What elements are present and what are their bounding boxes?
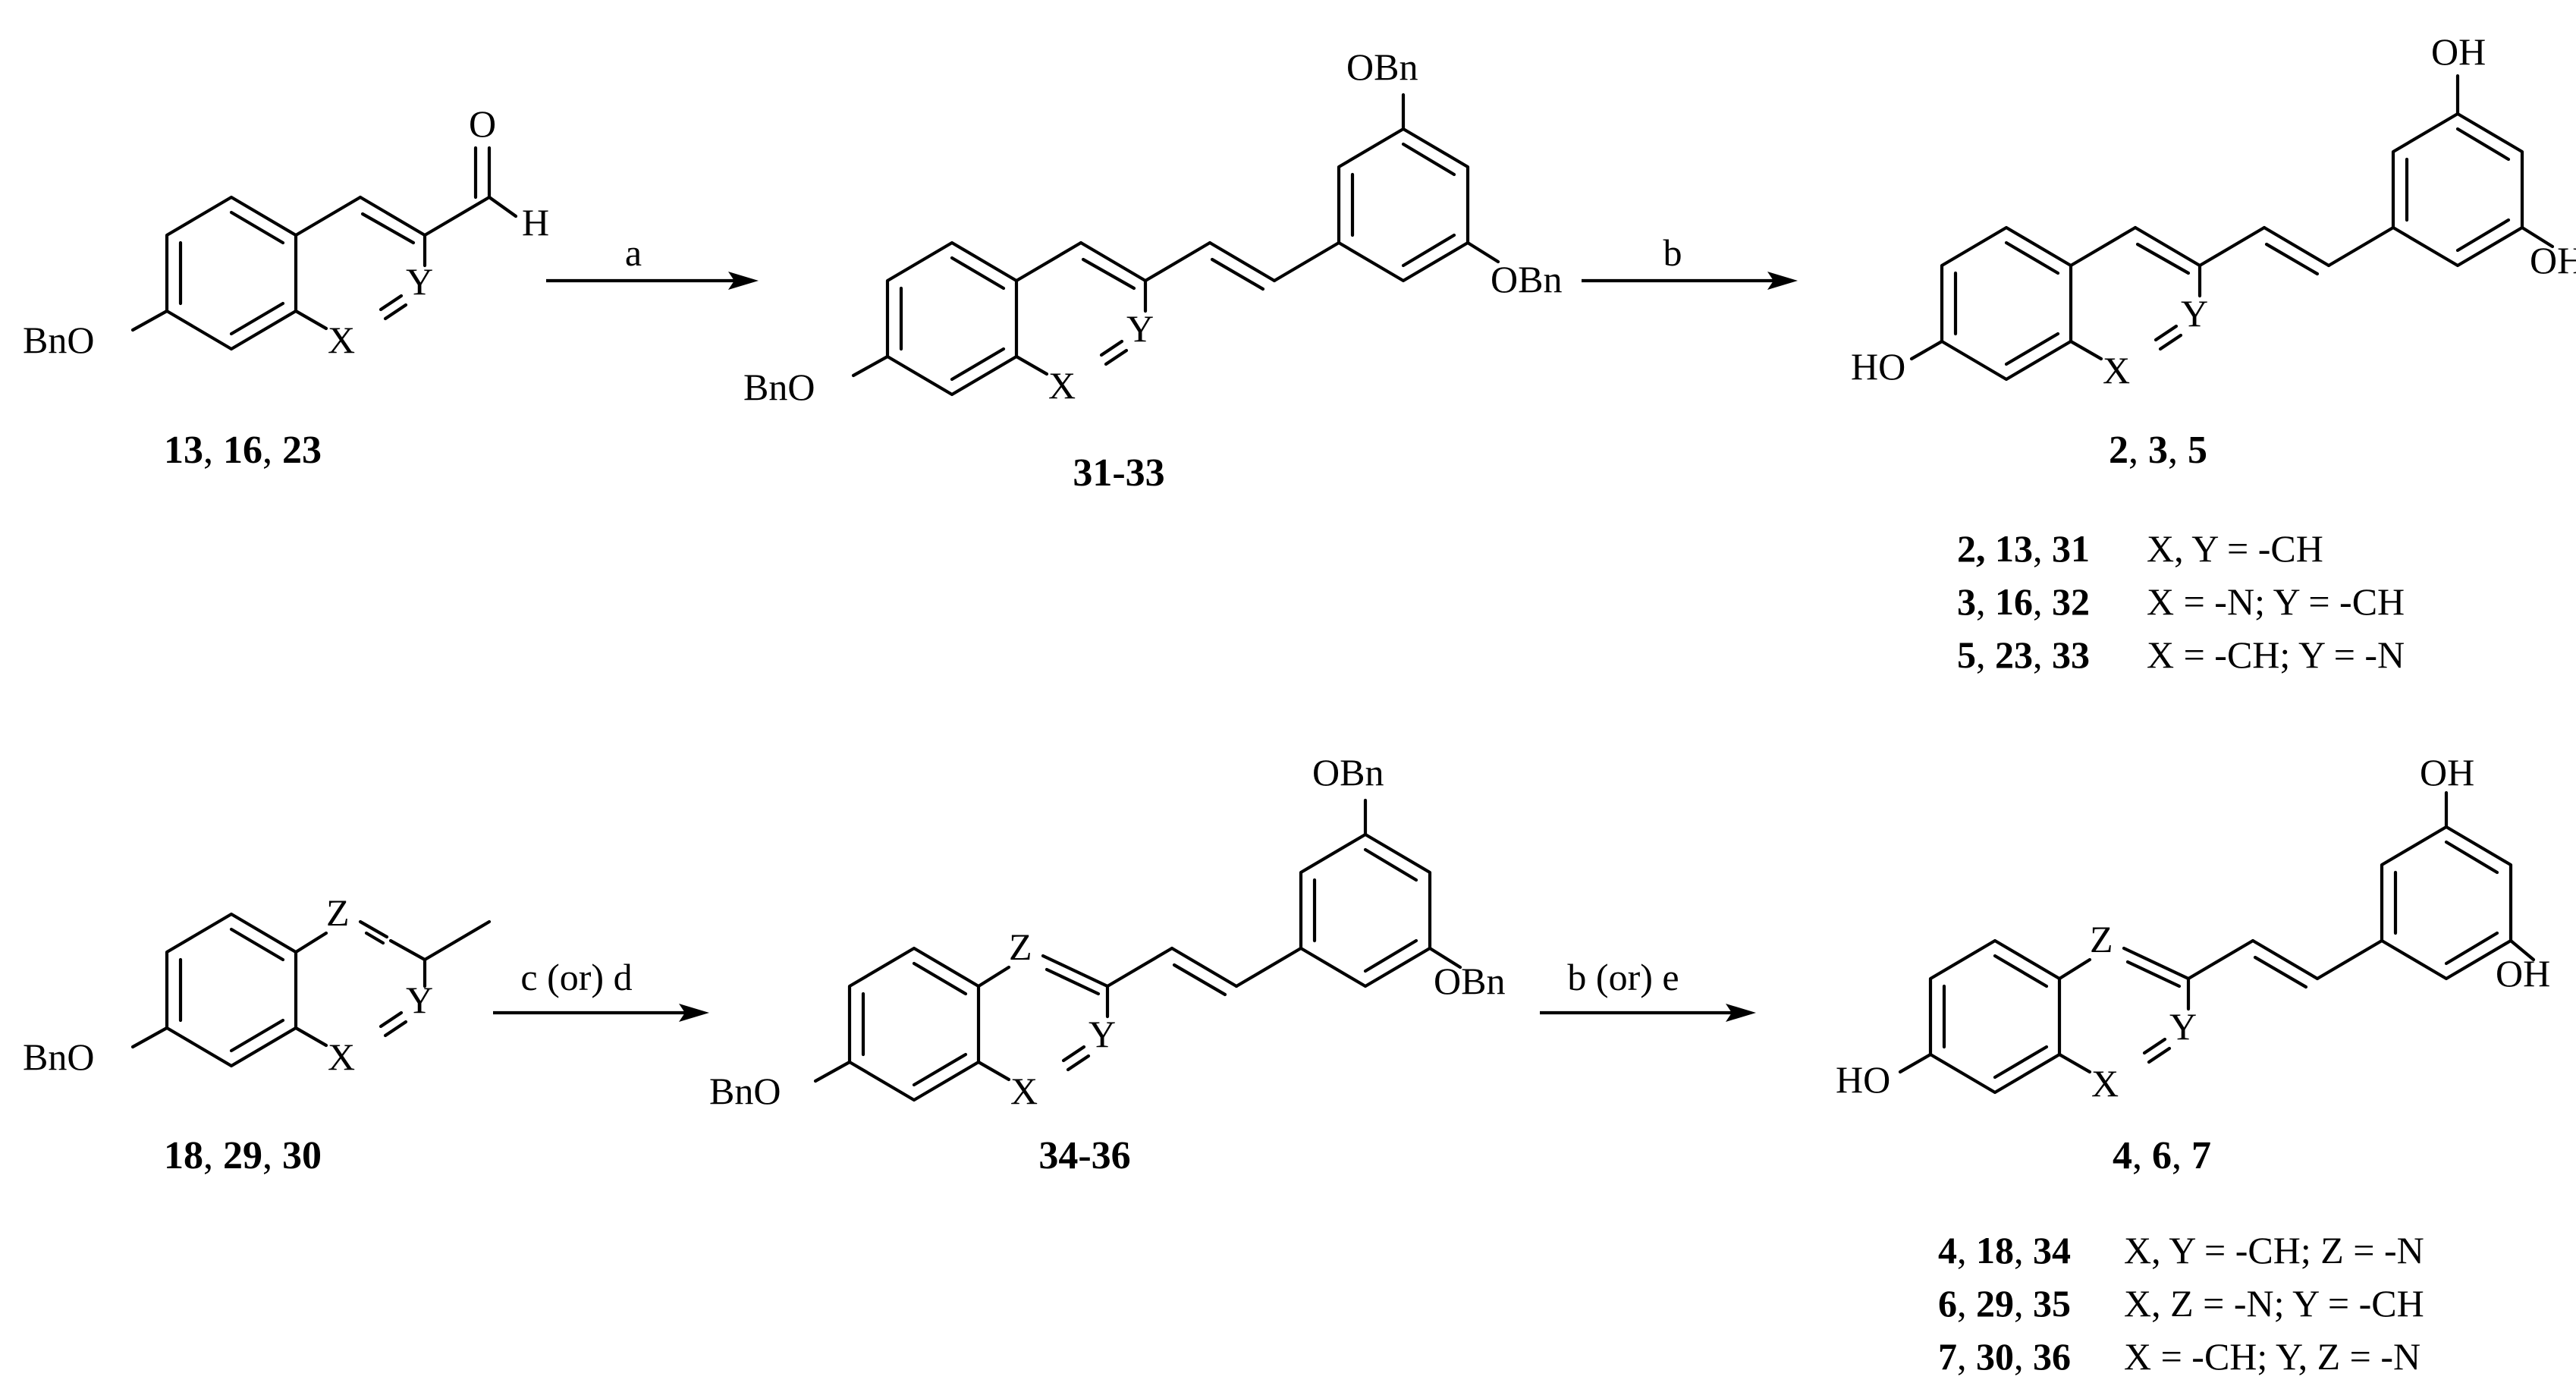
legend-row2: 4, 18, 34 X, Y = -CH; Z = -N 6, 29, 35 X… [1938,1229,2424,1378]
substituent-obn-top: OBn [1312,751,1384,794]
reagent-b-or-e: b (or) e [1567,956,1679,998]
legend-row1-def2: X = -N; Y = -CH [2147,580,2405,623]
atom-y: Y [406,979,433,1021]
atom-x: X [2103,349,2130,391]
structure-31-33 [851,93,1500,397]
atom-x: X [2091,1062,2119,1105]
reaction-arrow-a [546,272,759,290]
substituent-bno: BnO [23,319,94,361]
substituent-bno: BnO [743,366,815,408]
substituent-obn-top: OBn [1346,46,1418,88]
structure-methyl-18-29-30 [130,912,492,1068]
substituent-oh-top: OH [2431,30,2486,73]
compound-label-34-36: 34-36 [1038,1134,1130,1177]
reaction-arrow-c-or-d [493,1004,709,1022]
atom-z: Z [2090,918,2113,960]
legend-row2-line2: 6, 29, 35 [1938,1282,2071,1325]
compound-label-2-3-5: 2, 3, 5 [2109,429,2207,472]
atom-o-aldehyde: O [469,102,496,145]
atom-z: Z [1009,926,1032,968]
legend-row1: 2, 13, 31 X, Y = -CH 3, 16, 32 X = -N; Y… [1957,527,2405,676]
substituent-obn-right: OBn [1491,258,1562,300]
structure-aldehyde-13-16-23 [130,146,518,351]
atom-z: Z [326,891,350,934]
reagent-c-or-d: c (or) d [520,956,632,998]
substituent-oh-top: OH [2420,751,2474,794]
atom-x: X [1048,364,1076,407]
structure-2-3-5 [1909,74,2555,382]
legend-row2-def1: X, Y = -CH; Z = -N [2124,1229,2424,1271]
legend-row1-line1: 2, 13, 31 [1957,527,2090,570]
atom-y: Y [1126,307,1154,350]
atom-x: X [328,319,355,361]
legend-row1-line3: 5, 23, 33 [1957,633,2090,676]
legend-row1-line2: 3, 16, 32 [1957,580,2090,623]
substituent-oh-right: OH [2530,239,2576,281]
substituent-oh-right: OH [2496,952,2550,995]
legend-row1-def1: X, Y = -CH [2147,527,2323,570]
substituent-bno: BnO [709,1070,781,1112]
atom-y: Y [406,260,433,303]
structure-34-36 [813,798,1462,1102]
compound-label-18-29-30: 18, 29, 30 [164,1134,322,1177]
compound-label-13-16-23: 13, 16, 23 [164,429,322,472]
atom-y: Y [2169,1005,2197,1048]
reaction-arrow-b-or-e [1540,1004,1756,1022]
compound-label-4-6-7: 4, 6, 7 [2113,1134,2211,1177]
substituent-bno: BnO [23,1036,94,1078]
substituent-ho: HO [1851,345,1905,388]
atom-y: Y [2181,292,2208,335]
substituent-obn-right: OBn [1434,960,1505,1002]
legend-row2-def3: X = -CH; Y, Z = -N [2124,1335,2420,1378]
compound-label-31-33: 31-33 [1073,451,1164,495]
reagent-a: a [625,231,642,274]
reaction-arrow-b [1582,272,1798,290]
atom-y: Y [1089,1013,1116,1055]
atom-x: X [328,1036,355,1078]
structure-4-6-7 [1898,790,2536,1095]
legend-row2-line3: 7, 30, 36 [1938,1335,2071,1378]
legend-row2-line1: 4, 18, 34 [1938,1229,2071,1271]
reagent-b: b [1663,231,1682,274]
legend-row2-def2: X, Z = -N; Y = -CH [2124,1282,2424,1325]
legend-row1-def3: X = -CH; Y = -N [2147,633,2405,676]
atom-h-aldehyde: H [522,201,549,244]
atom-x: X [1010,1070,1038,1112]
substituent-ho: HO [1836,1058,1890,1101]
